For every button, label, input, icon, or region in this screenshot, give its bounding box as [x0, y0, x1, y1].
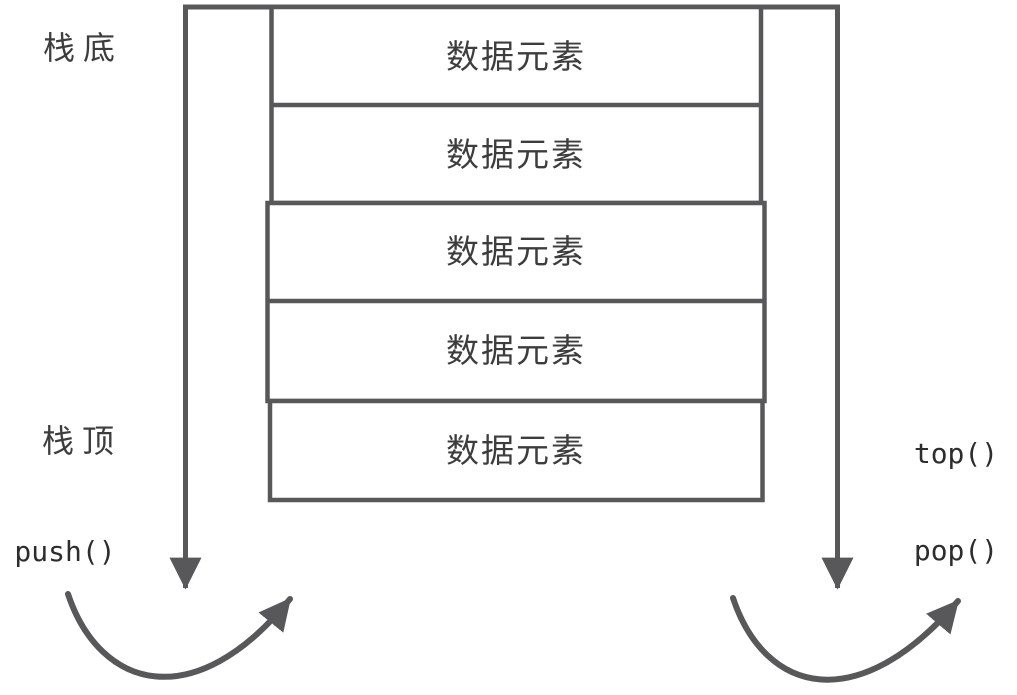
stack-element-label: 数据元素 — [446, 37, 586, 76]
top-label: top() — [914, 437, 998, 470]
stack-element-label: 数据元素 — [446, 135, 586, 174]
stack-element-label: 数据元素 — [446, 232, 586, 271]
stack-element-label: 数据元素 — [446, 331, 586, 370]
pop-label: pop() — [914, 534, 998, 567]
push-label: push() — [14, 535, 115, 568]
push-curve-arrow — [65, 591, 293, 680]
stack-bottom-label: 栈底 — [43, 29, 123, 67]
stack-top-label: 栈顶 — [42, 422, 122, 460]
stack-element-label: 数据元素 — [446, 431, 586, 470]
pop-curve-arrow — [730, 595, 961, 683]
stack-box-group-3 — [267, 398, 765, 503]
